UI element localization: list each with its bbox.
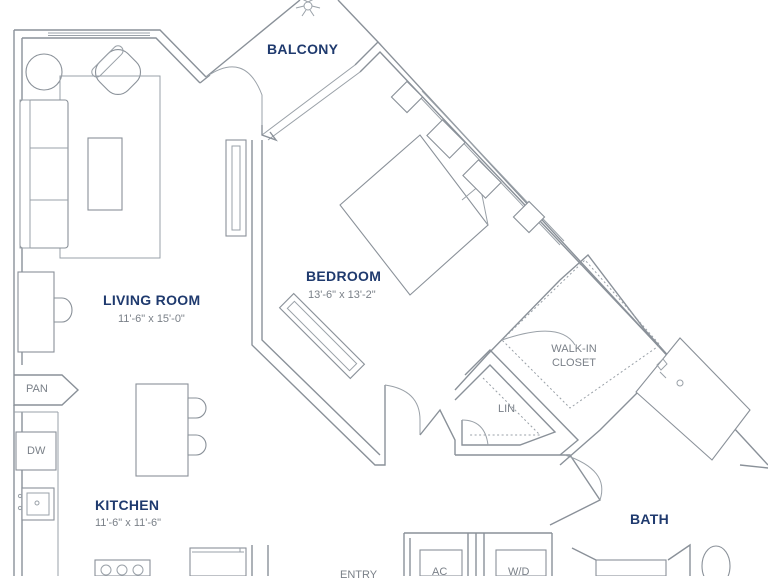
bedroom-slider-frame: [261, 125, 278, 142]
dresser-top: [286, 300, 358, 372]
range: [94, 559, 151, 576]
linen-label: LIN: [498, 403, 516, 415]
balcony-door: [205, 66, 263, 125]
utility-walls: [403, 532, 553, 576]
pillow-1: [426, 119, 466, 159]
living-window: [48, 32, 150, 36]
pantry-label: PAN: [26, 383, 48, 395]
kitchen-counter: [14, 411, 59, 576]
kitchen-island: [135, 383, 189, 477]
tv: [231, 145, 241, 231]
dresser: [278, 292, 366, 380]
bedroom-label: BEDROOM: [306, 268, 382, 284]
balcony-right-wall: [337, 0, 379, 66]
coffee-table: [87, 137, 123, 211]
sofa-back: [19, 99, 31, 249]
entry-wall: [251, 545, 269, 576]
armchair: [91, 45, 142, 96]
walk-in-closet-line2: CLOSET: [551, 357, 596, 369]
closet-dashed-outline: [501, 259, 661, 409]
shower-drain: [676, 379, 684, 387]
linen-dashed: [470, 377, 542, 436]
walk-in-closet-label: WALK-IN CLOSET: [549, 342, 599, 370]
desk-chair: [53, 297, 73, 323]
nightstand-left: [390, 80, 424, 114]
balcony-wall: [199, 0, 301, 84]
faucet-right: [17, 505, 23, 511]
living-bedroom-wall: [251, 140, 386, 466]
shower-valve-icon: [656, 358, 668, 379]
nightstand-right: [512, 200, 546, 234]
bath-door: [564, 454, 603, 501]
pillow-2: [462, 159, 502, 199]
sink-drain: [34, 500, 40, 506]
closet-left-wall: [454, 253, 691, 391]
closet-door: [501, 330, 576, 346]
refrigerator: [189, 547, 247, 576]
balcony-label: BALCONY: [267, 41, 339, 57]
entry-label: ENTRY: [340, 569, 378, 581]
linen-door: [461, 419, 489, 446]
linen-walls: [454, 364, 557, 446]
stool-1: [187, 397, 207, 419]
living-room-dimensions: 11'-6" x 15'-0": [118, 313, 185, 325]
ac-label: AC: [432, 566, 448, 578]
bath-vanity-wall: [571, 543, 691, 576]
living-bedroom-wall-inner: [261, 140, 381, 456]
plant-icon: [295, 0, 321, 17]
burner-1: [100, 564, 112, 576]
tv-console: [225, 139, 247, 237]
sofa: [19, 99, 69, 249]
living-top-wall: [14, 29, 207, 78]
washer-dryer-label: W/D: [508, 566, 530, 578]
dishwasher: [15, 431, 57, 471]
kitchen-label: KITCHEN: [95, 497, 160, 513]
washer-dryer: [495, 549, 547, 576]
bath-label: BATH: [630, 511, 670, 527]
walk-in-closet-line1: WALK-IN: [551, 343, 597, 355]
living-room-label: LIVING ROOM: [103, 292, 201, 308]
bedroom-dimensions: 13'-6" x 13'-2": [308, 289, 376, 301]
closet-inner-wall: [464, 349, 580, 456]
burner-2: [116, 564, 128, 576]
shower: [635, 337, 751, 461]
sofa-cushions: [30, 147, 68, 201]
vanity: [595, 559, 667, 576]
kitchen-dimensions: 11'-6" x 11'-6": [95, 517, 162, 529]
toilet: [701, 545, 731, 576]
bedroom-door: [384, 384, 421, 435]
sink-basin: [26, 492, 50, 516]
refrigerator-detail: [192, 548, 244, 553]
stool-2: [187, 434, 207, 456]
side-table: [25, 53, 63, 91]
bath-top-wall: [559, 389, 768, 469]
kitchen-left-wall: [13, 405, 23, 576]
faucet-left: [17, 493, 23, 499]
bedroom-slider: [261, 64, 361, 141]
hall-wall: [455, 454, 602, 526]
living-top-wall-inner: [22, 37, 201, 84]
ac-unit: [419, 549, 463, 576]
burner-3: [132, 564, 144, 576]
pantry-wall: [13, 365, 80, 406]
bedroom-lower-wall: [419, 408, 456, 455]
right-diagonal-wall-inner: [359, 50, 701, 391]
desk: [17, 271, 55, 353]
dishwasher-label: DW: [27, 445, 46, 457]
